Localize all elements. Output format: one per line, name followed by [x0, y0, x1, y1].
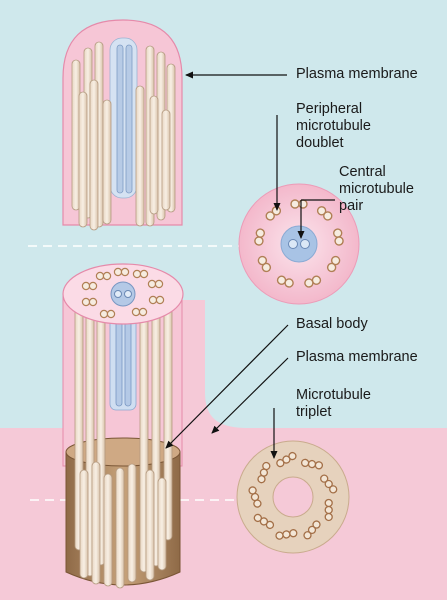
cilium-base — [62, 263, 184, 589]
leader-plasma-membrane-bottom — [211, 357, 289, 434]
label-plasma-membrane-top: Plasma membrane — [296, 66, 418, 82]
label-plasma-membrane-bottom: Plasma membrane — [296, 349, 418, 365]
label-central-pair: Central microtubule pair — [339, 164, 414, 214]
microtubule-triplets — [248, 451, 338, 540]
leader-lines — [165, 71, 335, 459]
label-peripheral-doublet: Peripheral microtubule doublet — [296, 101, 371, 151]
central-pair-sheath — [280, 225, 318, 263]
cilium-tip — [62, 19, 183, 231]
basal-body-cross-section — [236, 440, 350, 554]
label-basal-body: Basal body — [296, 316, 368, 332]
leader-basal-body — [165, 324, 289, 449]
label-microtubule-triplet: Microtubule triplet — [296, 387, 371, 420]
axoneme-tip — [71, 37, 176, 231]
